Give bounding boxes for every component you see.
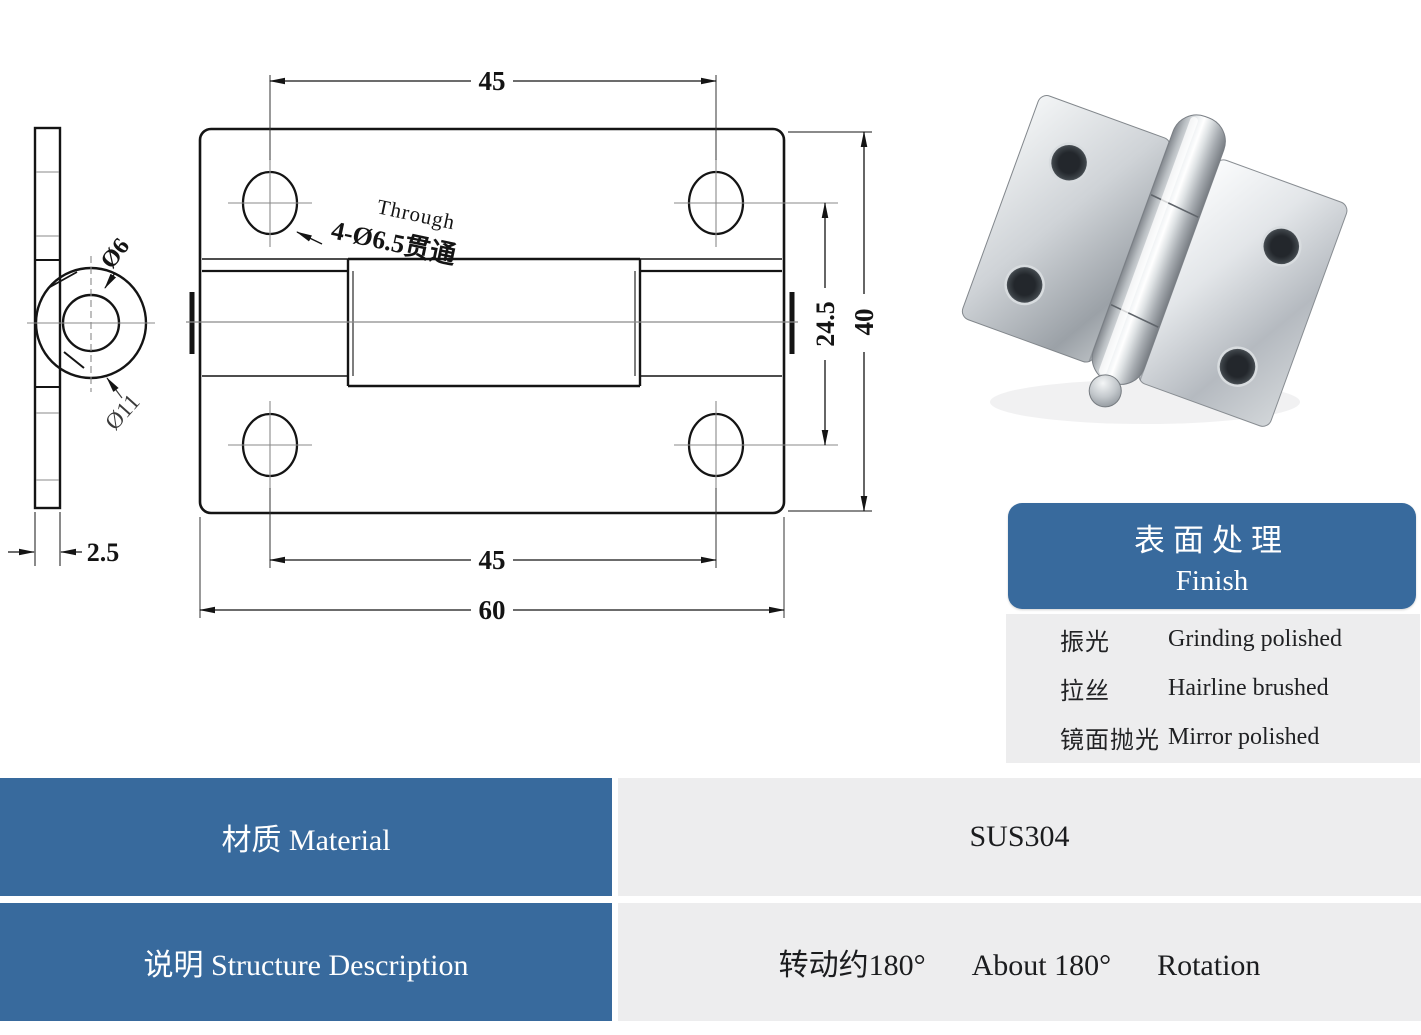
pin-diameter-label: Ø6 bbox=[96, 234, 135, 274]
dim-height-40: 40 bbox=[788, 131, 880, 512]
finish-option-en: Hairline brushed bbox=[1168, 675, 1329, 701]
finish-option-mirror: 镜面抛光 Mirror polished bbox=[1060, 713, 1420, 762]
dim-thickness-text: 2.5 bbox=[87, 538, 120, 567]
finish-title-cn: 表面处理 bbox=[1134, 522, 1290, 558]
spec-material-value: SUS304 bbox=[618, 778, 1421, 896]
knuckle-diameter-label: Ø11 bbox=[100, 389, 145, 435]
finish-title-en: Finish bbox=[1175, 564, 1249, 597]
product-photo bbox=[961, 95, 1348, 427]
technical-drawing: Ø6 Ø11 2.5 bbox=[8, 66, 880, 625]
dim-hole-spacing-v: 24.5 bbox=[809, 202, 841, 446]
finish-option-cn: 镜面抛光 bbox=[1060, 728, 1160, 754]
svg-text:60: 60 bbox=[479, 595, 506, 625]
svg-text:40: 40 bbox=[849, 309, 879, 336]
svg-text:24.5: 24.5 bbox=[811, 301, 840, 347]
pin-end-left bbox=[189, 292, 195, 354]
finish-option-cn: 拉丝 bbox=[1060, 679, 1110, 705]
photo-pin-knob bbox=[1088, 374, 1122, 408]
spec-description-label: 说明 Structure Description bbox=[0, 903, 612, 1021]
spec-rotation-cn: 转动约180° bbox=[778, 949, 926, 982]
finish-option-en: Mirror polished bbox=[1168, 724, 1320, 750]
front-view: 4-Ø6.5贯通 Through 45 24.5 bbox=[186, 66, 880, 625]
dim-width-60: 60 bbox=[199, 517, 785, 625]
finish-option-cn: 振光 bbox=[1060, 630, 1110, 656]
svg-text:45: 45 bbox=[479, 545, 506, 575]
spec-description-value: 转动约180° About 180° Rotation bbox=[618, 903, 1421, 1021]
spec-material-label: 材质 Material bbox=[0, 778, 612, 896]
dim-thickness: 2.5 bbox=[8, 512, 119, 567]
finish-option-grinding: 振光 Grinding polished bbox=[1060, 615, 1420, 664]
spec-description-parts: 转动约180° About 180° Rotation bbox=[779, 940, 1261, 984]
spec-rotation-word: Rotation bbox=[1157, 949, 1261, 982]
finish-panel-header: 表面处理 Finish bbox=[1008, 503, 1416, 609]
pin-end-right bbox=[789, 292, 795, 354]
svg-text:45: 45 bbox=[479, 66, 506, 96]
finish-option-hairline: 拉丝 Hairline brushed bbox=[1060, 664, 1420, 713]
dim-top-45: 45 bbox=[269, 66, 717, 160]
dim-bottom-45: 45 bbox=[269, 488, 717, 575]
side-view: Ø6 Ø11 2.5 bbox=[8, 126, 155, 567]
finish-option-en: Grinding polished bbox=[1168, 626, 1342, 652]
photo-holes bbox=[1004, 142, 1302, 387]
spec-rotation-en: About 180° bbox=[971, 949, 1112, 982]
finish-options-list: 振光 Grinding polished 拉丝 Hairline brushed… bbox=[1006, 614, 1420, 763]
